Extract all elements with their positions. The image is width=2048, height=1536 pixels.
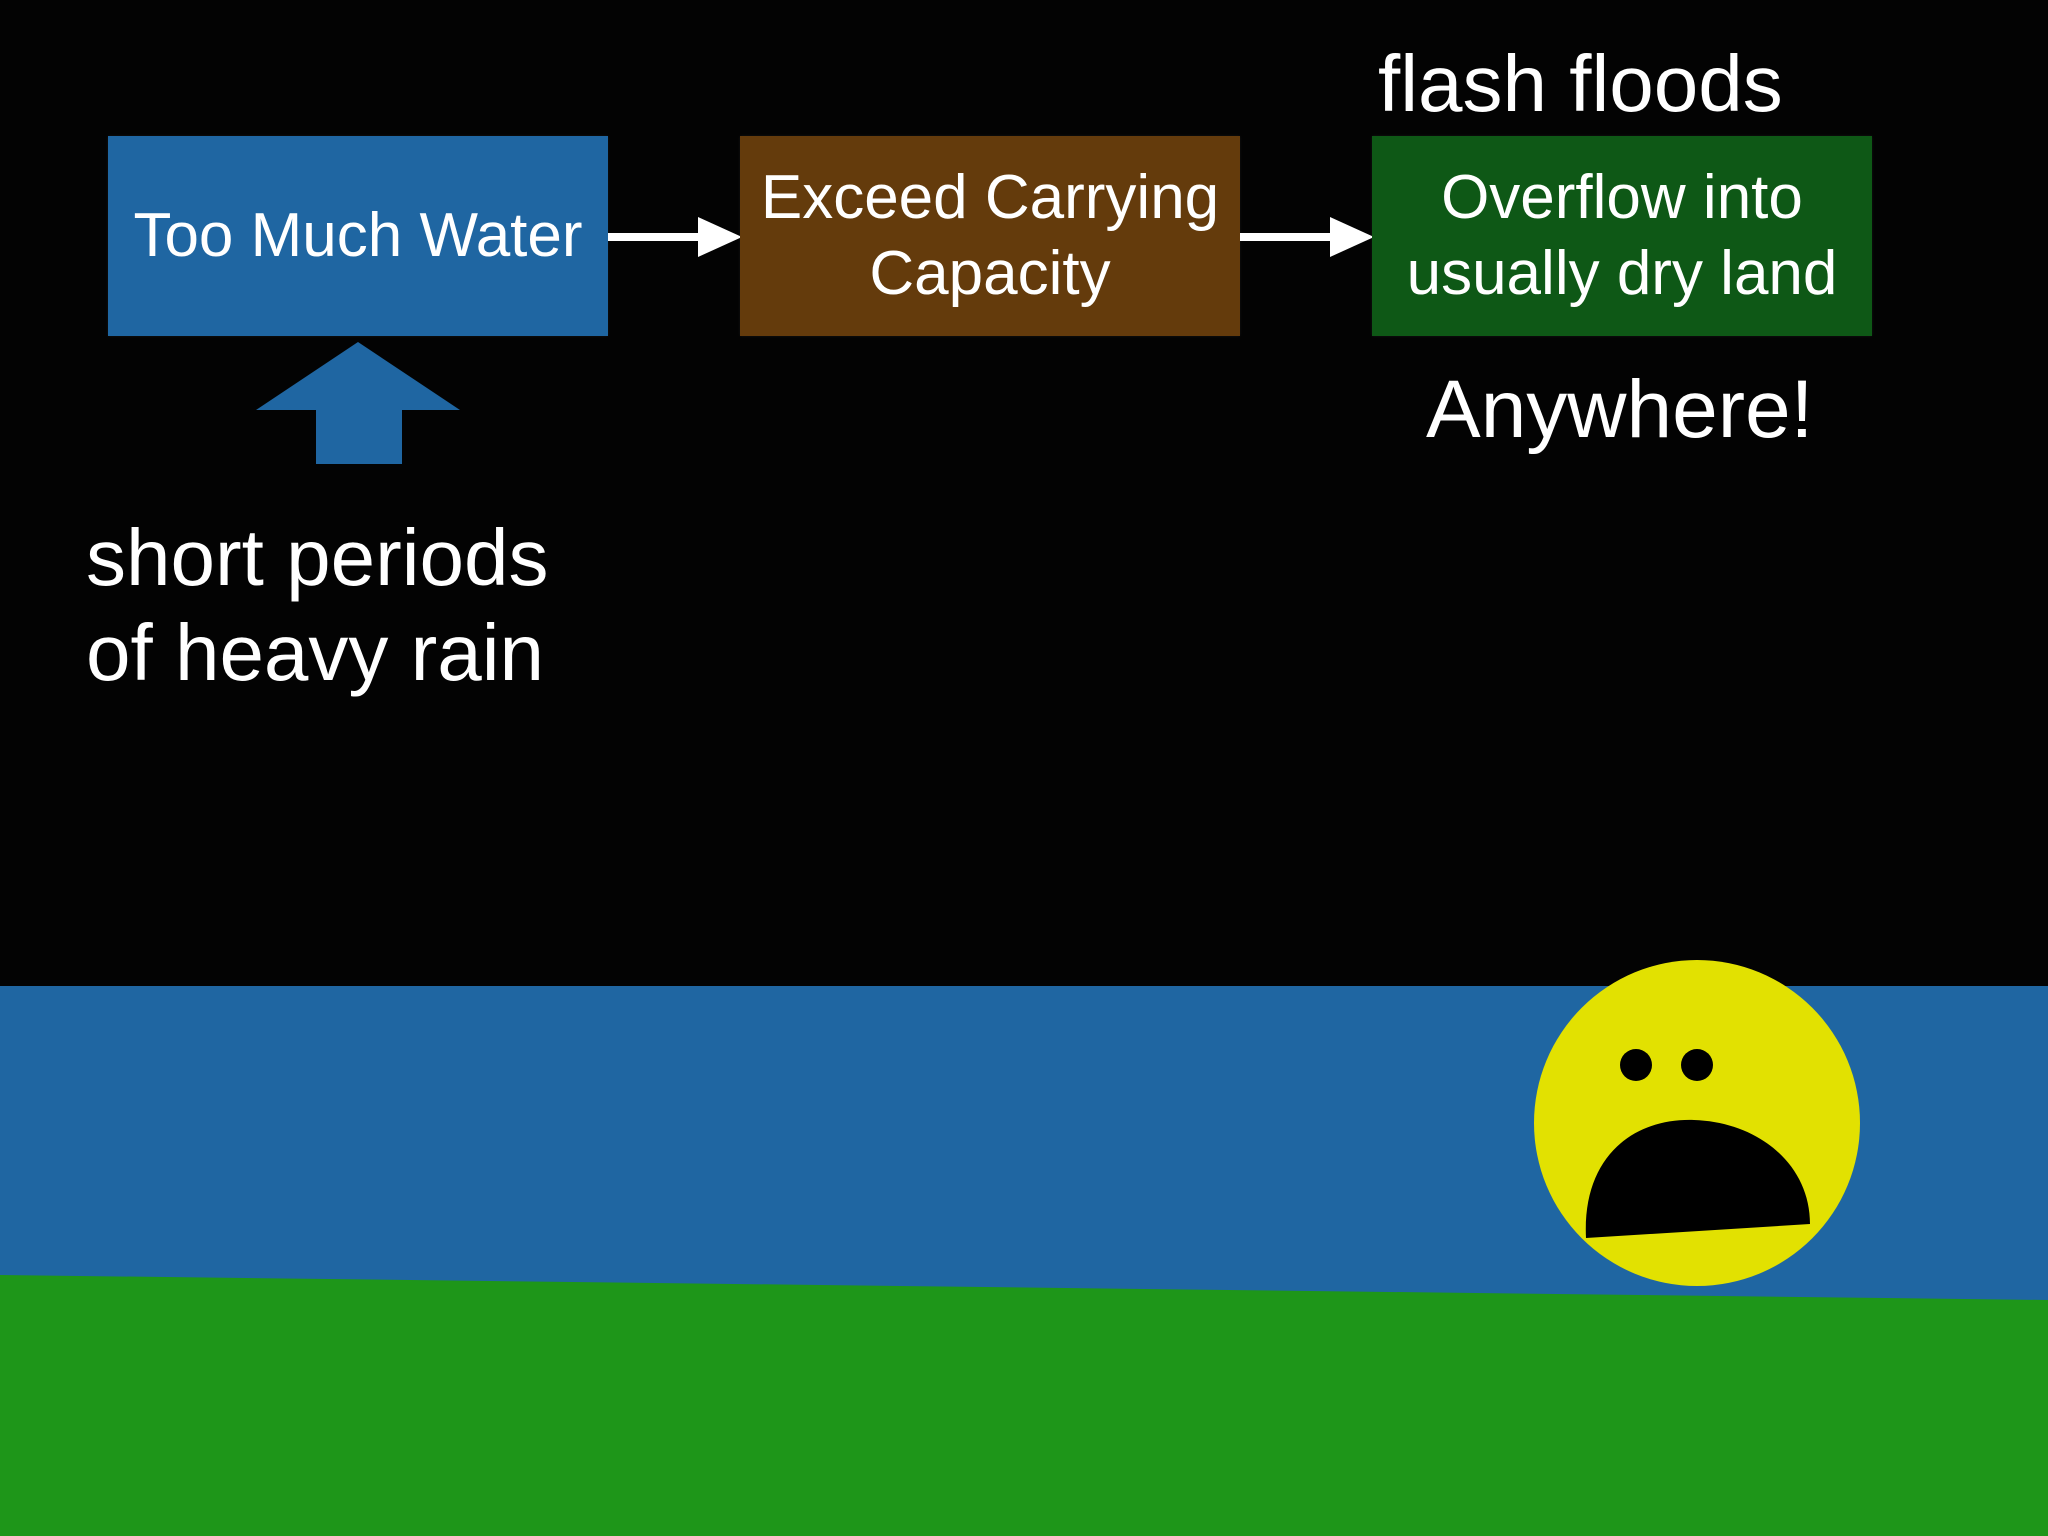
scared-face-icon	[1534, 960, 1860, 1286]
ground	[0, 1275, 2048, 1536]
too-much-water-box: Too Much Water	[108, 136, 608, 336]
overflow-box: Overflow into usually dry land	[1372, 136, 1872, 336]
exceed-capacity-text: Exceed Carrying Capacity	[760, 163, 1220, 308]
heavy-rain-label: short periods of heavy rain	[86, 513, 549, 697]
overflow-text: Overflow into usually dry land	[1406, 163, 1838, 308]
arrow-up-icon	[256, 342, 460, 464]
anywhere-label: Anywhere!	[1426, 364, 1814, 455]
exceed-capacity-box: Exceed Carrying Capacity	[740, 136, 1240, 336]
too-much-water-text: Too Much Water	[133, 201, 583, 270]
arrow-right-icon	[1240, 217, 1374, 257]
flash-floods-label: flash floods	[1378, 39, 1783, 128]
arrow-right-icon	[608, 217, 742, 257]
